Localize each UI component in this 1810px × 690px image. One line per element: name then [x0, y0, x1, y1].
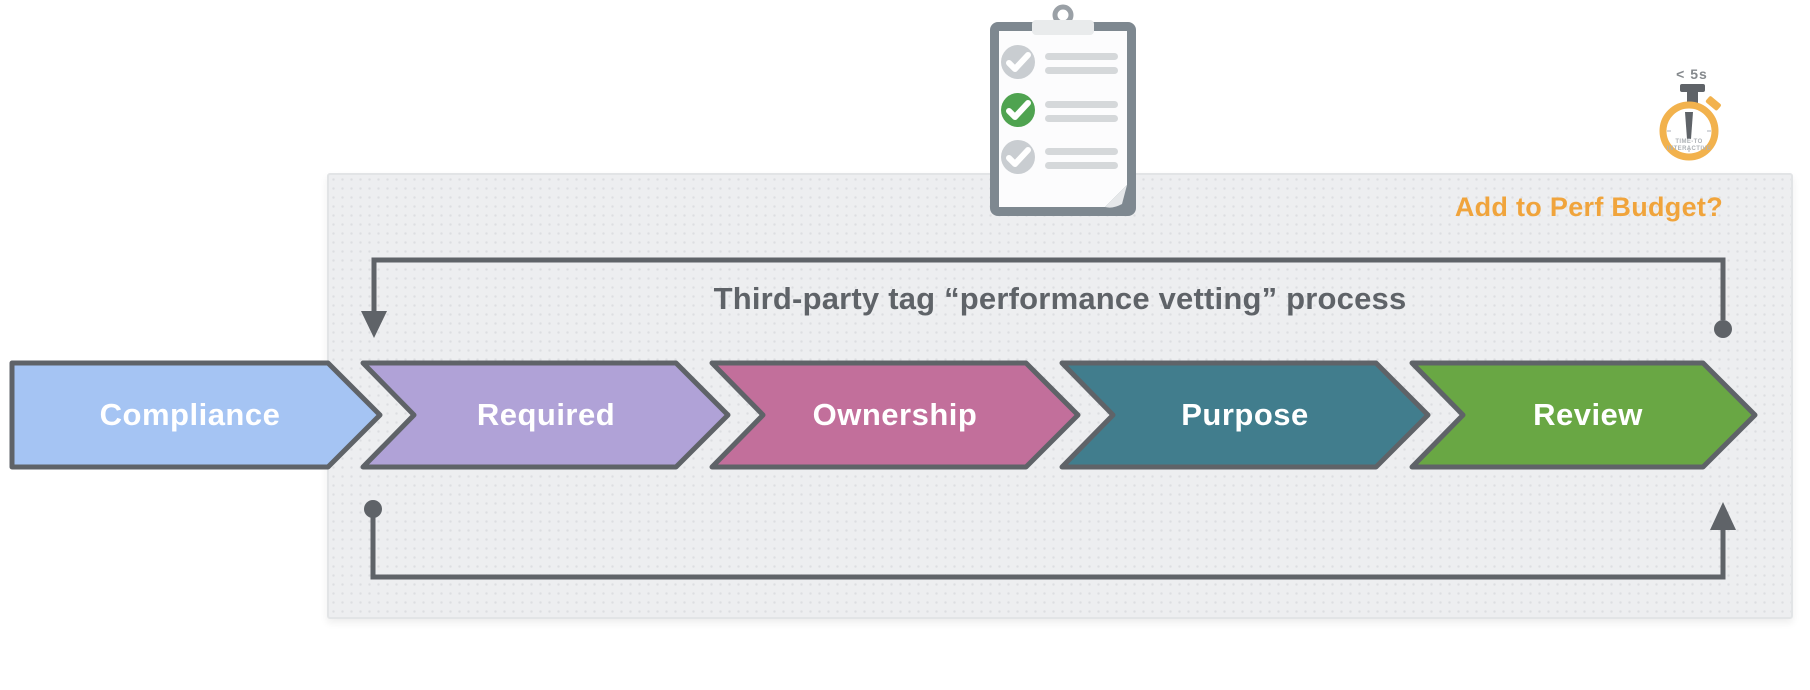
stage-label-required: Required — [476, 397, 616, 432]
stage-chevron-compliance — [9, 360, 383, 470]
arrowhead-down-icon — [361, 311, 387, 338]
checklist-row — [1001, 140, 1118, 174]
stage-label-ownership: Ownership — [812, 397, 978, 432]
stopwatch-needle — [1685, 112, 1693, 139]
paper-fold-corner — [1105, 185, 1127, 208]
dial-label-line2: INTERACTIVE — [1666, 146, 1712, 152]
checklist-row — [1001, 45, 1118, 79]
stage-label-compliance: Compliance — [99, 397, 281, 432]
loop-origin-dot — [1714, 320, 1732, 338]
arrowhead-up-icon — [1710, 502, 1736, 530]
stopwatch-time-label: < 5s — [1676, 66, 1708, 82]
checklist-clipboard-icon — [990, 4, 1136, 216]
stage-label-review: Review — [1533, 397, 1643, 432]
loop-back-arrow — [361, 257, 1732, 338]
stage-chevron-ownership — [709, 360, 1081, 470]
stage-chevron-required — [360, 360, 731, 470]
diagram-title: Third-party tag “performance vetting” pr… — [713, 281, 1407, 316]
stage-chevron-purpose — [1059, 360, 1431, 470]
stopwatch-dial-label: TIME-TO INTERACTIVE — [1639, 139, 1739, 153]
stage-chevron-review — [1409, 360, 1758, 470]
stage-label-purpose: Purpose — [1181, 397, 1309, 432]
checklist-row — [1001, 93, 1118, 127]
loop-forward-arrow — [364, 500, 1736, 580]
perf-budget-question: Add to Perf Budget? — [1454, 192, 1723, 222]
clipboard-clip — [1032, 20, 1094, 35]
dial-label-line1: TIME-TO — [1675, 139, 1703, 145]
stopwatch-icon — [1659, 84, 1721, 161]
